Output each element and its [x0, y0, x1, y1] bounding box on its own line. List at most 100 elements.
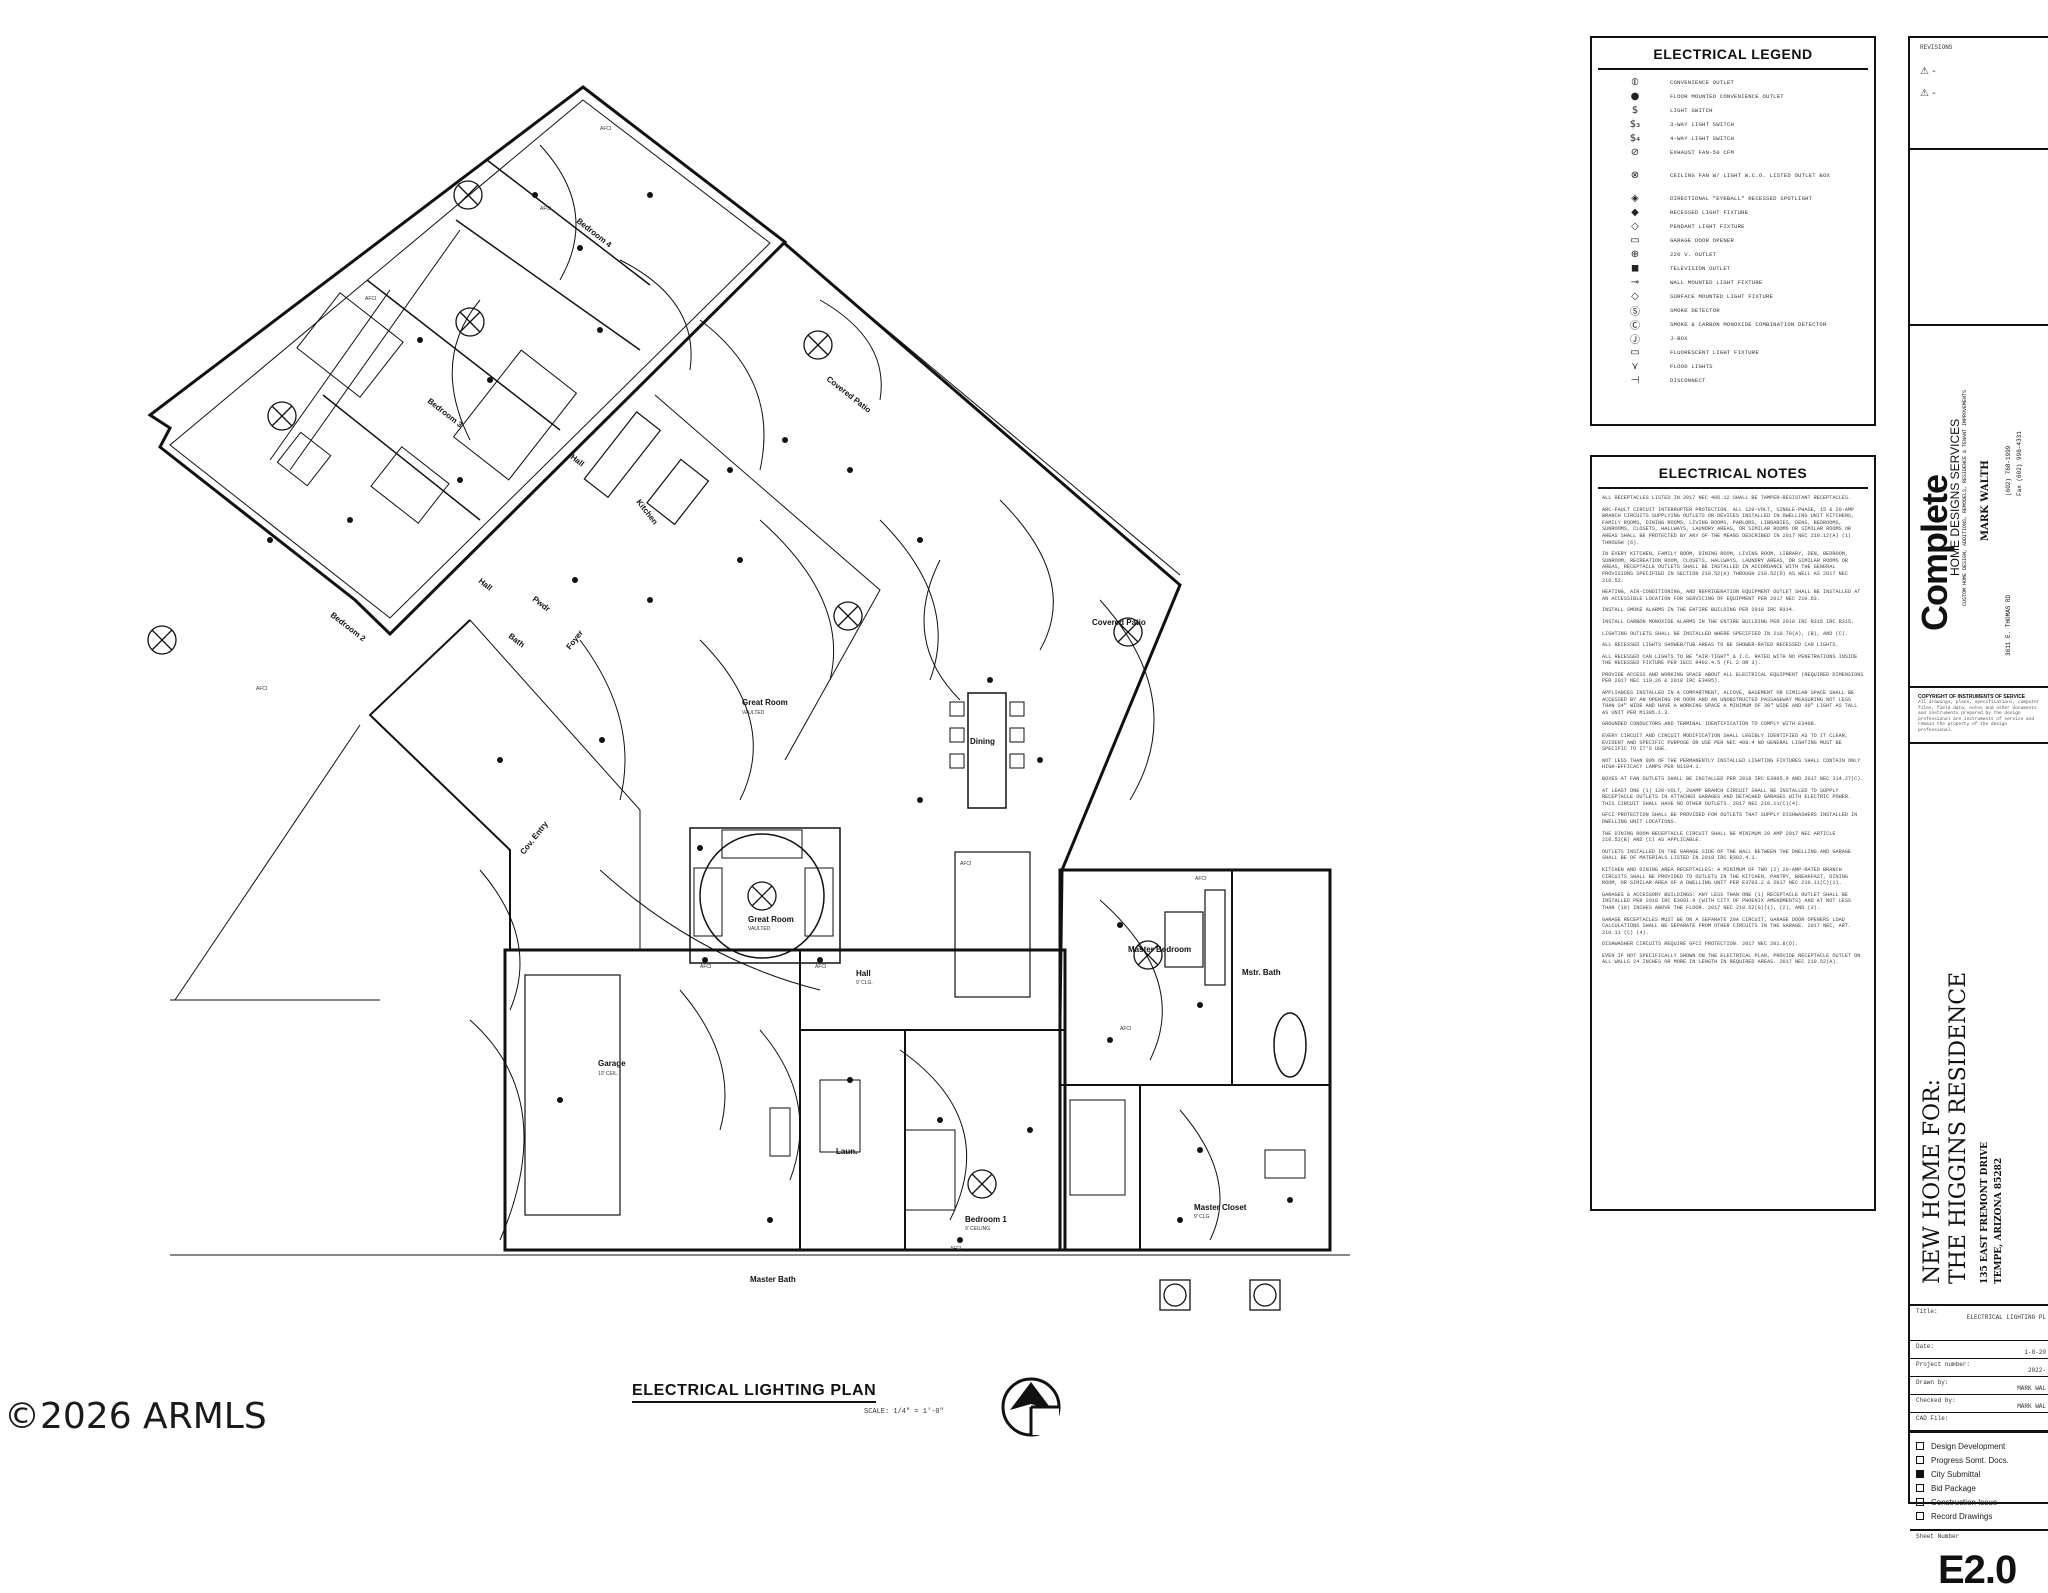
afci-tag: AFCI: [950, 1246, 961, 1252]
project-line1: NEW HOME FOR:: [1920, 1079, 1945, 1284]
plan-scale: SCALE: 1/4" = 1'-0": [864, 1408, 944, 1416]
title-field: CAD File:: [1910, 1413, 2048, 1431]
notes-list: ALL RECEPTACLES LISTED IN 2017 NEC 406.1…: [1592, 495, 1874, 966]
drawing-sheet: Bedroom 4 Bedroom 3 Bedroom 2 Hall Hall …: [4, 36, 2048, 1592]
legend-item: ▭FLUORESCENT LIGHT FIXTURE: [1600, 346, 1866, 358]
legend-item: ◈DIRECTIONAL "EYEBALL" RECESSED SPOTLIGH…: [1600, 192, 1866, 204]
room-label-covered-patio: Covered Patio: [1092, 618, 1146, 627]
ceiling-fan-icon: [803, 330, 833, 360]
bedroom-wing-inner: [169, 99, 771, 619]
unchecked-box-icon: [1916, 1498, 1924, 1506]
legend-text: SMOKE DETECTOR: [1670, 306, 1720, 314]
field-key: Project number:: [1916, 1361, 1971, 1368]
room-label-mstr-bath: Mstr. Bath: [1242, 968, 1281, 977]
room-label-hall: Hall: [569, 452, 586, 468]
legend-text: 4-WAY LIGHT SWITCH: [1670, 134, 1735, 142]
room-ceiling-note: 9' CLG.: [1194, 1214, 1211, 1220]
copyright-text: All drawings, plans, specifications, com…: [1918, 700, 2040, 733]
note-item: AT LEAST ONE (1) 120-VOLT, 20AMP BRANCH …: [1602, 787, 1852, 807]
note-item: ARC-FAULT CIRCUIT INTERRUPTER PROTECTION…: [1602, 506, 1855, 546]
designer-name: MARK WALTH: [1980, 460, 1991, 541]
legend-text: CEILING FAN W/ LIGHT W.C.O. LISTED OUTLE…: [1670, 171, 1831, 179]
legend-text: 3-WAY LIGHT SWITCH: [1670, 120, 1735, 128]
title-field: Project number: 2022-: [1910, 1359, 2048, 1377]
legend-item: ⊕ 220 V. OUTLET: [1600, 248, 1866, 260]
legend-text: DISCONNECT: [1670, 376, 1706, 384]
room-ceiling-note: 9' CLG.: [856, 980, 873, 986]
room-label-hall: Hall: [477, 576, 494, 592]
legend-symbol-icon: ⊣: [1630, 374, 1640, 386]
stamp-area: [1910, 150, 2048, 326]
title-block: REVISIONS ⚠ - ⚠ - Complete HOME DESIGNS …: [1908, 36, 2048, 1592]
note-item: NOT LESS THAN 90% OF THE PERMANENTLY INS…: [1602, 757, 1861, 771]
note-item: GARAGE RECEPTACLES MUST BE ON A SEPARATE…: [1602, 916, 1852, 936]
status-option: Progress Somt. Docs.: [1916, 1453, 2044, 1467]
checked-box-icon: [1916, 1470, 1924, 1478]
room-ceiling-note: VAULTED: [748, 926, 771, 932]
legend-item: ▭GARAGE DOOR OPENER: [1600, 234, 1866, 246]
legend-item: ⊘EXHAUST FAN-50 cfm: [1600, 146, 1866, 158]
room-label-master-closet: Master Closet: [1194, 1203, 1247, 1212]
north-arrow-icon: [1001, 1377, 1061, 1437]
legend-symbol-icon: ⊘: [1630, 146, 1640, 158]
room-label-bedroom4: Bedroom 4: [575, 216, 614, 249]
project-line2: THE HIGGINS RESIDENCE: [1946, 971, 1971, 1284]
legend-symbol-icon: $₄: [1629, 132, 1641, 144]
room-ceiling-note: 9' CEILING: [965, 1226, 990, 1232]
room-label-pwdr: Pwdr: [531, 594, 552, 613]
title-field: Drawn by:MARK WAL: [1910, 1377, 2048, 1395]
legend-item: ◇PENDANT LIGHT FIXTURE: [1600, 220, 1866, 232]
legend-text: 220 V. OUTLET: [1670, 250, 1717, 258]
legend-text: SURFACE MOUNTED LIGHT FIXTURE: [1670, 292, 1774, 300]
legend-item: ◼ TELEVISION OUTLET: [1600, 262, 1866, 274]
status-label: Design Development: [1931, 1441, 2006, 1451]
ceiling-fan-icon: [833, 601, 863, 631]
room-label-bedroom1: Bedroom 1: [965, 1215, 1007, 1224]
field-value: MARK WAL: [2017, 1403, 2046, 1410]
legend-title: ELECTRICAL LEGEND: [1598, 38, 1868, 70]
note-item: APPLIANCES INSTALLED IN A COMPARTMENT, A…: [1602, 690, 1858, 716]
revisions-box: REVISIONS ⚠ - ⚠ -: [1910, 38, 2048, 150]
legend-symbol-icon: Ⓢ: [1630, 306, 1640, 318]
legend-symbol-icon: $: [1631, 104, 1639, 116]
afci-tag: AFCI: [700, 964, 711, 970]
field-value: 1-8-20: [2024, 1349, 2046, 1356]
company-address: 3611 E. THOMAS RD: [2005, 594, 2012, 656]
afci-tag: AFCI: [815, 964, 826, 970]
status-option: Record Drawings: [1916, 1509, 2044, 1523]
legend-item: ⋎FLOOD LIGHTS: [1600, 360, 1866, 372]
field-value: ELECTRICAL LIGHTING PL: [1966, 1314, 2046, 1321]
note-item: ALL RECESSED LIGHTS SHOWER/TUB AREAS TO …: [1602, 642, 1839, 649]
legend-text: TELEVISION OUTLET: [1670, 264, 1731, 272]
legend-symbol-icon: ◆: [1631, 206, 1639, 218]
legend-symbol-icon: ◼: [1630, 262, 1640, 274]
room-label-master-bath: Master Bath: [750, 1275, 796, 1284]
legend-symbol-icon: ◇: [1631, 220, 1639, 232]
room-label-bedroom2: Bedroom 2: [329, 610, 368, 643]
status-label: Record Drawings: [1931, 1511, 1993, 1521]
project-box: NEW HOME FOR: THE HIGGINS RESIDENCE 135 …: [1910, 744, 2048, 1306]
legend-text: FLOOR MOUNTED CONVENIENCE OUTLET: [1670, 92, 1784, 100]
title-field: Date:1-8-20: [1910, 1341, 2048, 1359]
note-item: IN EVERY KITCHEN, FAMILY ROOM, DINING RO…: [1602, 551, 1848, 584]
room-label-dining: Dining: [970, 737, 995, 746]
ceiling-fan-icon: [147, 625, 177, 655]
bedroom-wing-outline: [147, 85, 788, 637]
legend-item: $LIGHT SWITCH: [1600, 104, 1866, 116]
legend-text: J-BOX: [1670, 334, 1688, 342]
field-value: 2022-: [2027, 1367, 2046, 1374]
note-item: OUTLETS INSTALLED IN THE GARAGE SIDE OF …: [1602, 848, 1852, 862]
legend-text: RECESSED LIGHT FIXTURE: [1670, 208, 1749, 216]
status-label: City Submittal: [1931, 1469, 1981, 1479]
note-item: ALL RECESSED CAN LIGHTS TO BE "AIR-TIGHT…: [1602, 653, 1858, 667]
legend-item: ⦶CONVENIENCE OUTLET: [1600, 76, 1866, 88]
project-address1: 135 EAST FREMONT DRIVE: [1980, 1141, 1990, 1284]
ceiling-fan-icon: [967, 1169, 997, 1199]
note-item: DISHWASHER CIRCUITS REQUIRE GFCI PROTECT…: [1602, 941, 1799, 948]
note-item: BOXES AT FAN OUTLETS SHALL BE INSTALLED …: [1602, 776, 1864, 782]
legend-symbol-icon: ⊕: [1630, 248, 1640, 260]
title-field: Title:ELECTRICAL LIGHTING PL: [1910, 1306, 2048, 1341]
revision-row: ⚠ -: [1920, 88, 1936, 99]
legend-symbol-icon: ⋎: [1631, 360, 1639, 372]
